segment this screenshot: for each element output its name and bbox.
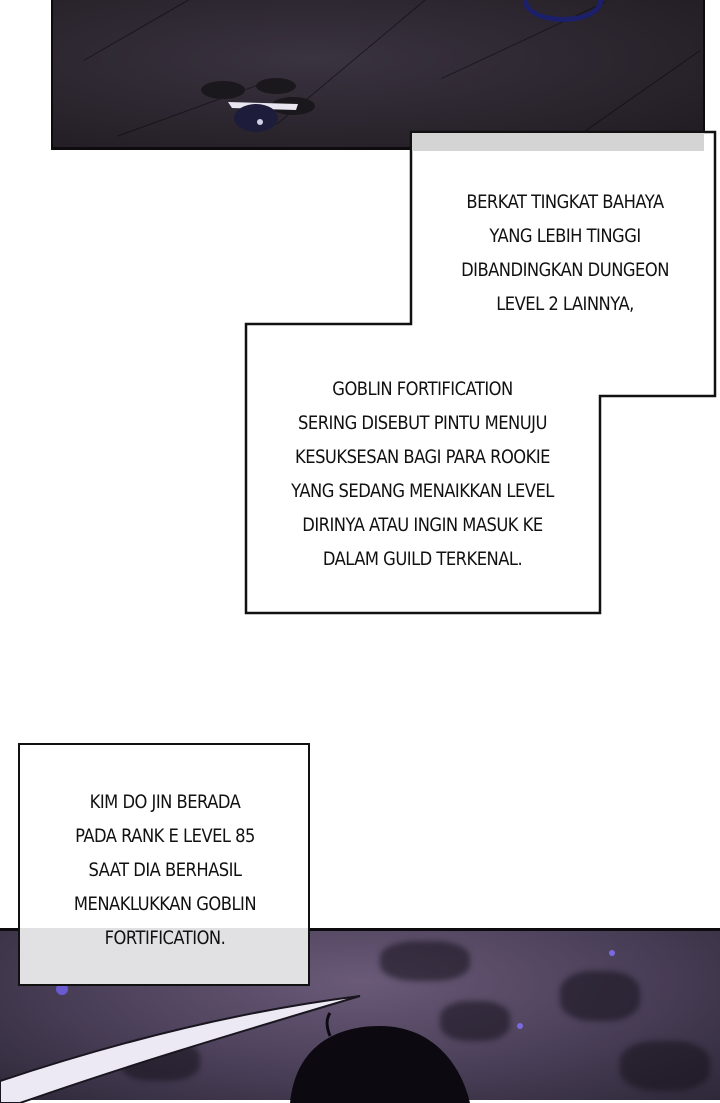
caption-line: LEVEL 2 LAINNYA, [496,293,634,315]
shadow-blot [380,941,470,981]
caption-line: BERKAT TINGKAT BAHAYA [466,191,664,213]
caption-box-2: GOBLIN FORTIFICATION SERING DISEBUT PINT… [274,372,571,576]
caption-line: YANG LEBIH TINGGI [489,225,641,247]
shadow-blot [440,1001,510,1041]
blade-and-silhouette [0,950,615,1103]
caption-box-1: BERKAT TINGKAT BAHAYA YANG LEBIH TINGGI … [440,185,689,321]
comic-panel-bottom [0,928,720,1103]
caption-line: YANG SEDANG MENAIKKAN LEVEL [291,480,554,502]
caption-line: SERING DISEBUT PINTU MENUJU [298,412,547,434]
caption-line: KIM DO JIN BERADA [89,791,241,813]
caption-box-3-text: KIM DO JIN BERADA PADA RANK E LEVEL 85 S… [49,785,281,955]
caption-line: DIBANDINGKAN DUNGEON [461,259,669,281]
comic-panel-top [51,0,705,150]
caption-line: DIRINYA ATAU INGIN MASUK KE [302,514,543,536]
caption-line: MENAKLUKKAN GOBLIN [73,893,257,915]
shadow-blot [620,1041,710,1091]
caption-line: GOBLIN FORTIFICATION [332,378,513,400]
floor-crack [585,49,701,132]
floor-crack [83,0,223,61]
shadow-blot [560,971,640,1021]
caption-line: DALAM GUILD TERKENAL. [322,548,523,570]
magic-ring-icon [523,0,603,22]
drone-icon [201,78,315,132]
caption-line: SAAT DIA BERHASIL [88,859,242,881]
caption-line: KESUKSESAN BAGI PARA ROOKIE [295,446,550,468]
caption-line: FORTIFICATION. [104,927,226,949]
caption-box-3 [18,743,310,986]
caption-line: PADA RANK E LEVEL 85 [75,825,255,847]
